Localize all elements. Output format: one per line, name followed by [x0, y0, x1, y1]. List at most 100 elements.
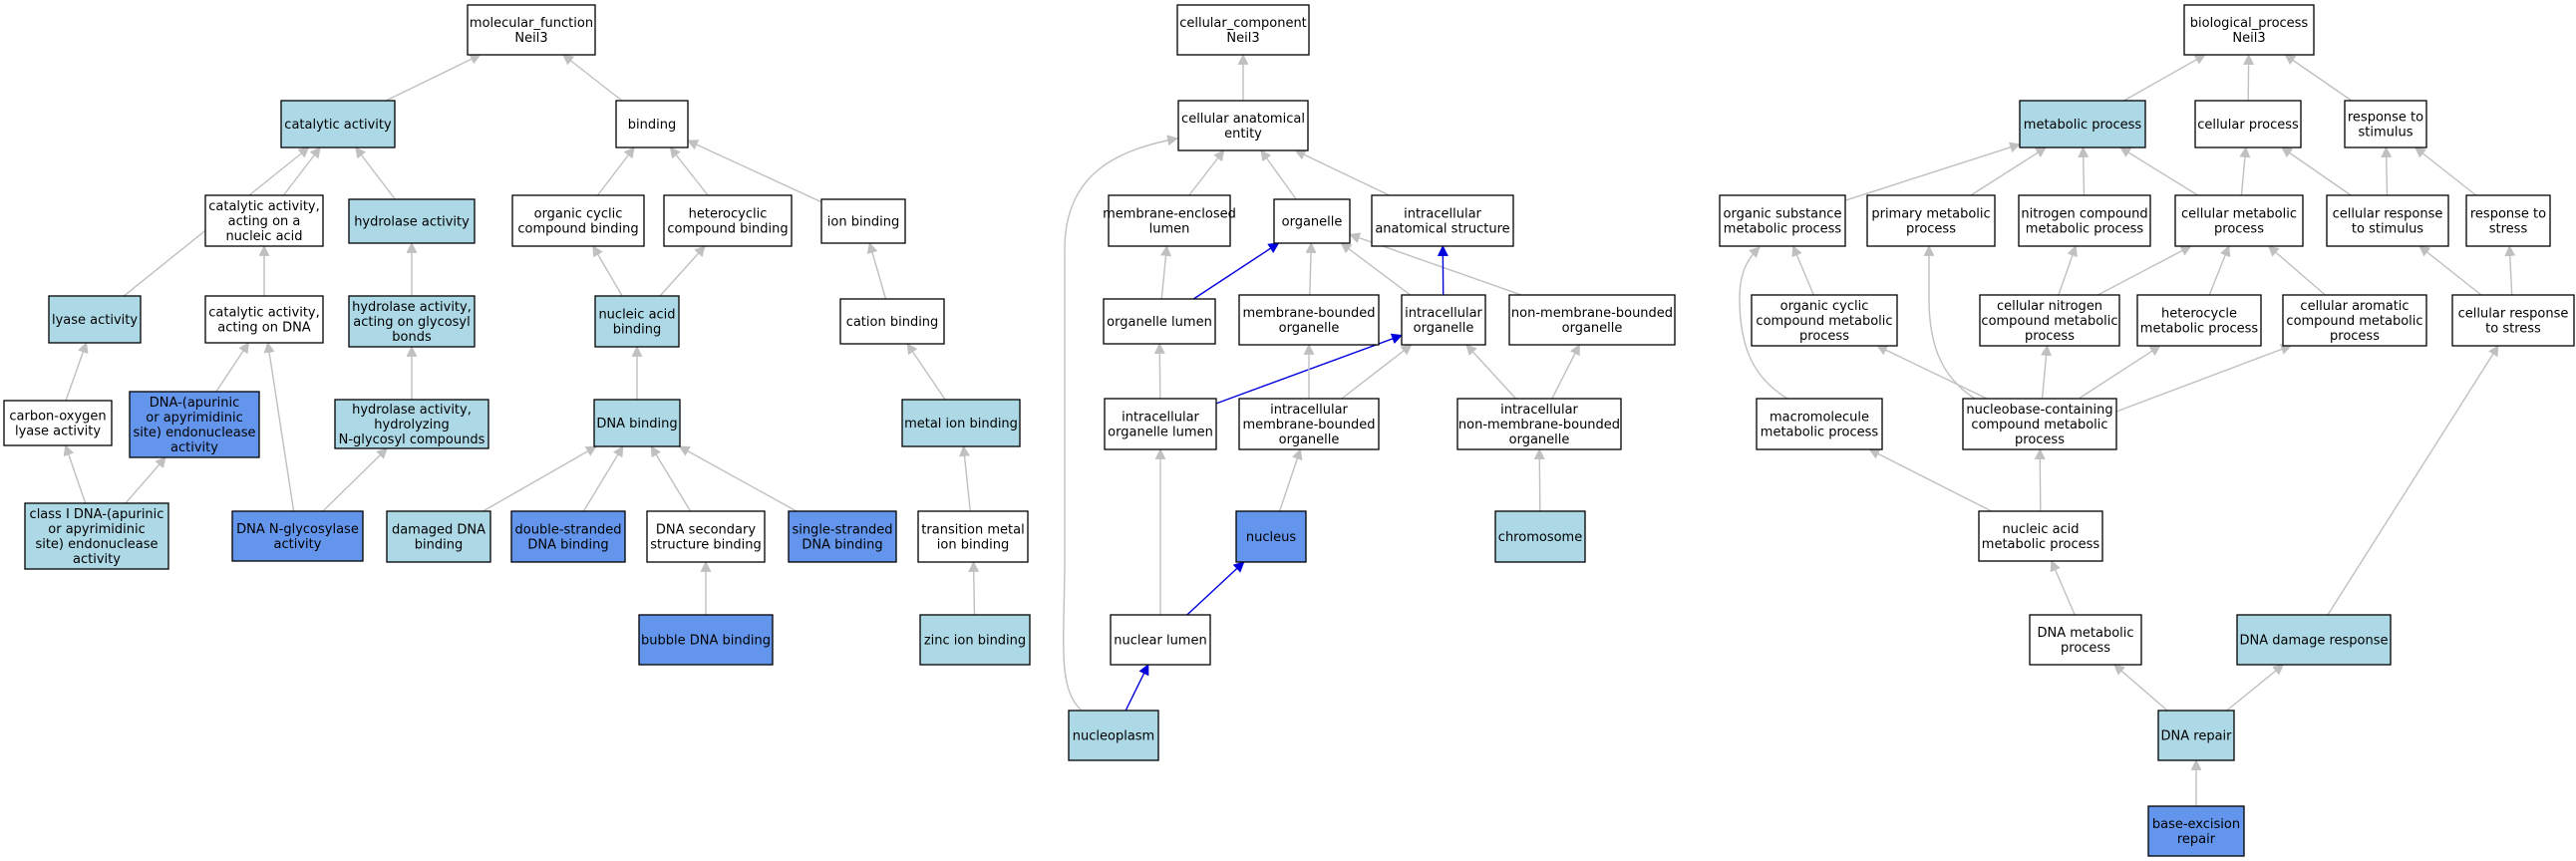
edge-cation_bind-to-ion_bind — [866, 241, 887, 300]
node-zinc-bind[interactable]: zinc ion binding — [919, 614, 1031, 666]
node-binding[interactable]: binding — [615, 100, 689, 148]
node-nucleus[interactable]: nucleus — [1235, 510, 1307, 563]
node-box — [901, 399, 1021, 447]
edge-dna_damage-to-cell_resp_stress — [2327, 345, 2499, 616]
node-catalytic[interactable]: catalytic activity — [280, 100, 396, 148]
edge-nucleobase-to-heterocycle — [2078, 345, 2161, 400]
node-label-line: metabolic process — [2026, 222, 2144, 237]
edge-binding-to-mf — [562, 54, 623, 102]
node-ic-nmb-org[interactable]: intracellularnon-membrane-boundedorganel… — [1456, 398, 1622, 450]
node-dna-bind[interactable]: DNA binding — [593, 399, 681, 447]
node-label-line: process — [1799, 329, 1849, 344]
node-cellular-proc[interactable]: cellular process — [2194, 100, 2302, 148]
node-cation-bind[interactable]: cation binding — [839, 298, 945, 345]
node-nuc-lumen[interactable]: nuclear lumen — [1110, 614, 1211, 666]
node-ion-bind[interactable]: ion binding — [820, 198, 906, 244]
edge-nucleic_met-to-macromol — [1868, 448, 1993, 512]
node-organelle[interactable]: organelle — [1273, 198, 1351, 244]
node-label-line: process — [2025, 329, 2075, 344]
node-label-line: nucleic acid — [598, 308, 675, 323]
node-nucleoplasm[interactable]: nucleoplasm — [1068, 710, 1159, 761]
node-label-line: to stimulus — [2352, 222, 2423, 237]
node-label-line: organic cyclic — [534, 207, 623, 222]
node-chromosome[interactable]: chromosome — [1494, 510, 1586, 563]
edge-class1_ap-to-ap_endo — [125, 456, 166, 504]
node-label-line: DNA binding — [802, 538, 882, 553]
node-label-line: transition metal — [921, 523, 1024, 538]
node-hyd-nglyco[interactable]: hydrolase activity,hydrolyzingN-glycosyl… — [334, 399, 489, 449]
node-label-line: catalytic activity — [284, 118, 392, 133]
node-dna-damage[interactable]: DNA damage response — [2236, 614, 2392, 666]
node-cat-dna[interactable]: catalytic activity,acting on DNA — [204, 295, 324, 344]
node-label-line: bonds — [392, 330, 432, 345]
node-box — [510, 510, 626, 563]
node-label-line: hydrolyzing — [374, 418, 449, 432]
node-label-line: compound metabolic — [2286, 314, 2422, 329]
node-label-line: DNA N-glycosylase — [236, 522, 359, 537]
node-metal-bind[interactable]: metal ion binding — [901, 399, 1021, 447]
node-hyd-glyco[interactable]: hydrolase activity,acting on glycosylbon… — [348, 295, 476, 348]
edge-nuc_lumen-to-nucleus — [1186, 561, 1245, 616]
node-label-line: non-membrane-bounded — [1511, 306, 1673, 321]
node-org-lumen[interactable]: organelle lumen — [1103, 298, 1216, 345]
node-lyase[interactable]: lyase activity — [48, 295, 142, 344]
node-label-line: organelle — [1279, 432, 1340, 447]
node-label-line: primary metabolic — [1871, 207, 1990, 222]
node-label-line: acting on a — [228, 214, 301, 229]
node-box — [2344, 100, 2427, 148]
node-label-line: intracellular — [1500, 403, 1578, 418]
node-bubble-bind[interactable]: bubble DNA binding — [638, 614, 774, 666]
node-label-line: cellular anatomical — [1181, 112, 1305, 127]
node-label-line: metabolic process — [2140, 322, 2259, 337]
node-hydrolase[interactable]: hydrolase activity — [348, 198, 476, 244]
node-label-line: bubble DNA binding — [641, 634, 771, 649]
node-label-line: cellular response — [2458, 307, 2569, 322]
node-dna-repair[interactable]: DNA repair — [2157, 710, 2235, 761]
node-box — [2029, 614, 2142, 666]
node-metabolic[interactable]: metabolic process — [2019, 100, 2146, 148]
node-label-line: heterocyclic — [689, 207, 768, 222]
node-box — [2183, 4, 2315, 56]
